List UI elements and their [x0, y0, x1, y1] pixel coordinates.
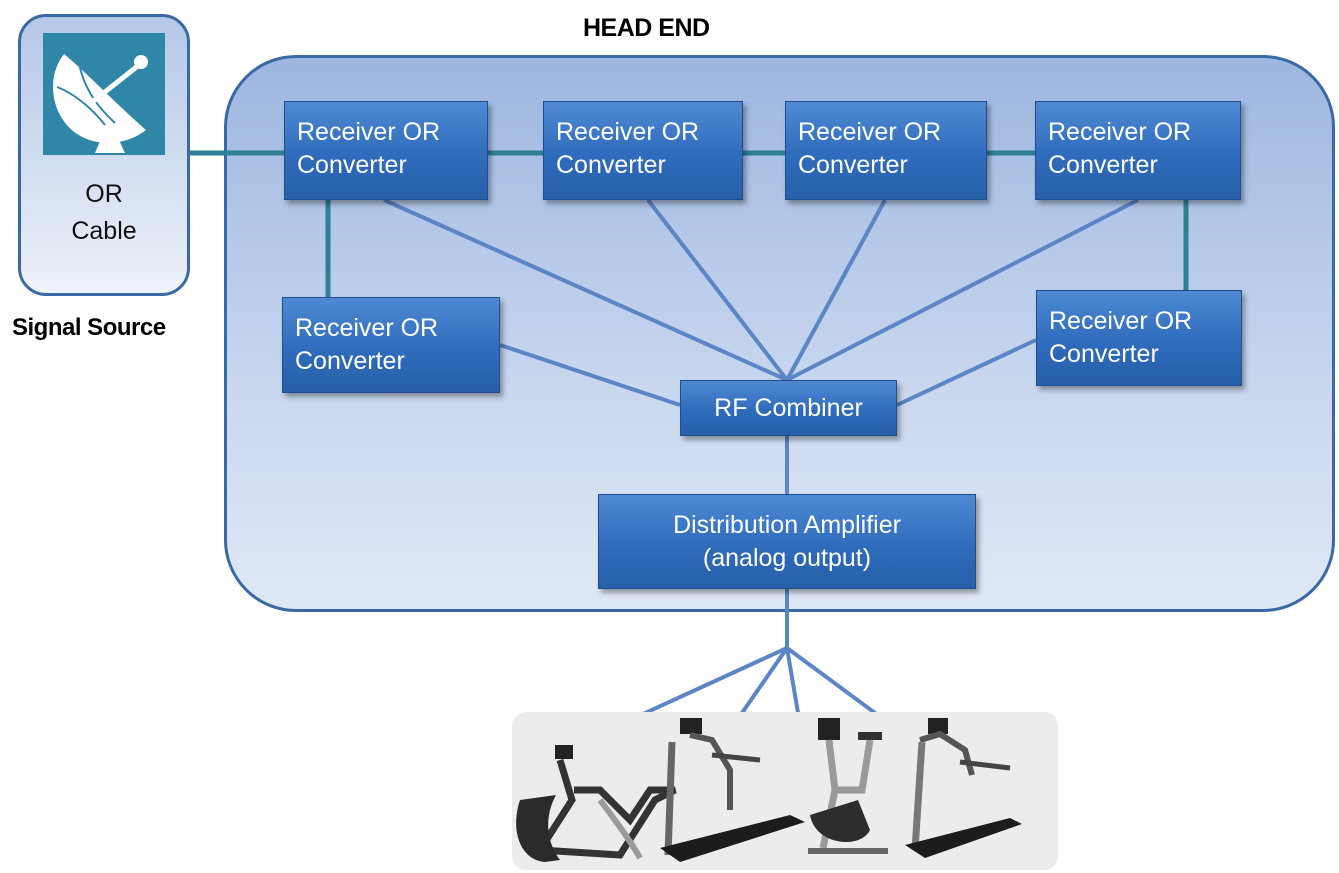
node-line-1: Receiver OR [1048, 118, 1192, 146]
treadmill-icon [905, 718, 1022, 858]
r1-to-combiner-line [383, 198, 788, 382]
r6-to-combiner-line [896, 338, 1037, 407]
satellite-dish-graphic [53, 51, 148, 153]
treadmill-icon [660, 718, 805, 862]
satellite-dish-icon [43, 33, 165, 155]
node-line-2: Converter [1048, 151, 1158, 179]
source-or-text: OR [85, 180, 123, 208]
signal-source-label: Signal Source [12, 314, 166, 341]
node-line-1: Receiver OR [1049, 307, 1193, 335]
rf-combiner: RF Combiner [680, 380, 897, 436]
r3-to-combiner-line [785, 199, 887, 381]
r5-to-combiner-line [499, 343, 681, 407]
node-line-1: Receiver OR [556, 118, 700, 146]
node-line-1: Receiver OR [798, 118, 942, 146]
distribution-amplifier: Distribution Amplifier (analog output) [598, 494, 976, 589]
receiver-converter-2: Receiver OR Converter [543, 101, 743, 200]
receiver-converter-6: Receiver OR Converter [1036, 290, 1242, 386]
node-line-2: (analog output) [702, 543, 872, 572]
node-line-1: Distribution Amplifier [673, 510, 901, 539]
arc-trainer-icon [516, 745, 677, 862]
node-line-2: Converter [295, 347, 405, 375]
node-line-1: Receiver OR [295, 314, 439, 342]
node-line-2: Converter [1049, 340, 1159, 368]
head-end-title: HEAD END [583, 14, 710, 42]
node-line-2: Converter [297, 151, 407, 179]
receiver-converter-3: Receiver OR Converter [785, 101, 987, 200]
node-line-2: Converter [556, 151, 666, 179]
source-cable-text: Cable [71, 217, 137, 245]
node-line-1: Receiver OR [297, 118, 441, 146]
r4-to-combiner-line [786, 198, 1139, 382]
r2-to-combiner-line [646, 198, 789, 382]
receiver-converter-4: Receiver OR Converter [1035, 101, 1241, 200]
receiver-converter-5: Receiver OR Converter [282, 297, 500, 393]
node-line-2: Converter [798, 151, 908, 179]
receiver-converter-1: Receiver OR Converter [284, 101, 488, 200]
upright-bike-icon [808, 718, 888, 854]
node-line-1: RF Combiner [714, 393, 863, 422]
